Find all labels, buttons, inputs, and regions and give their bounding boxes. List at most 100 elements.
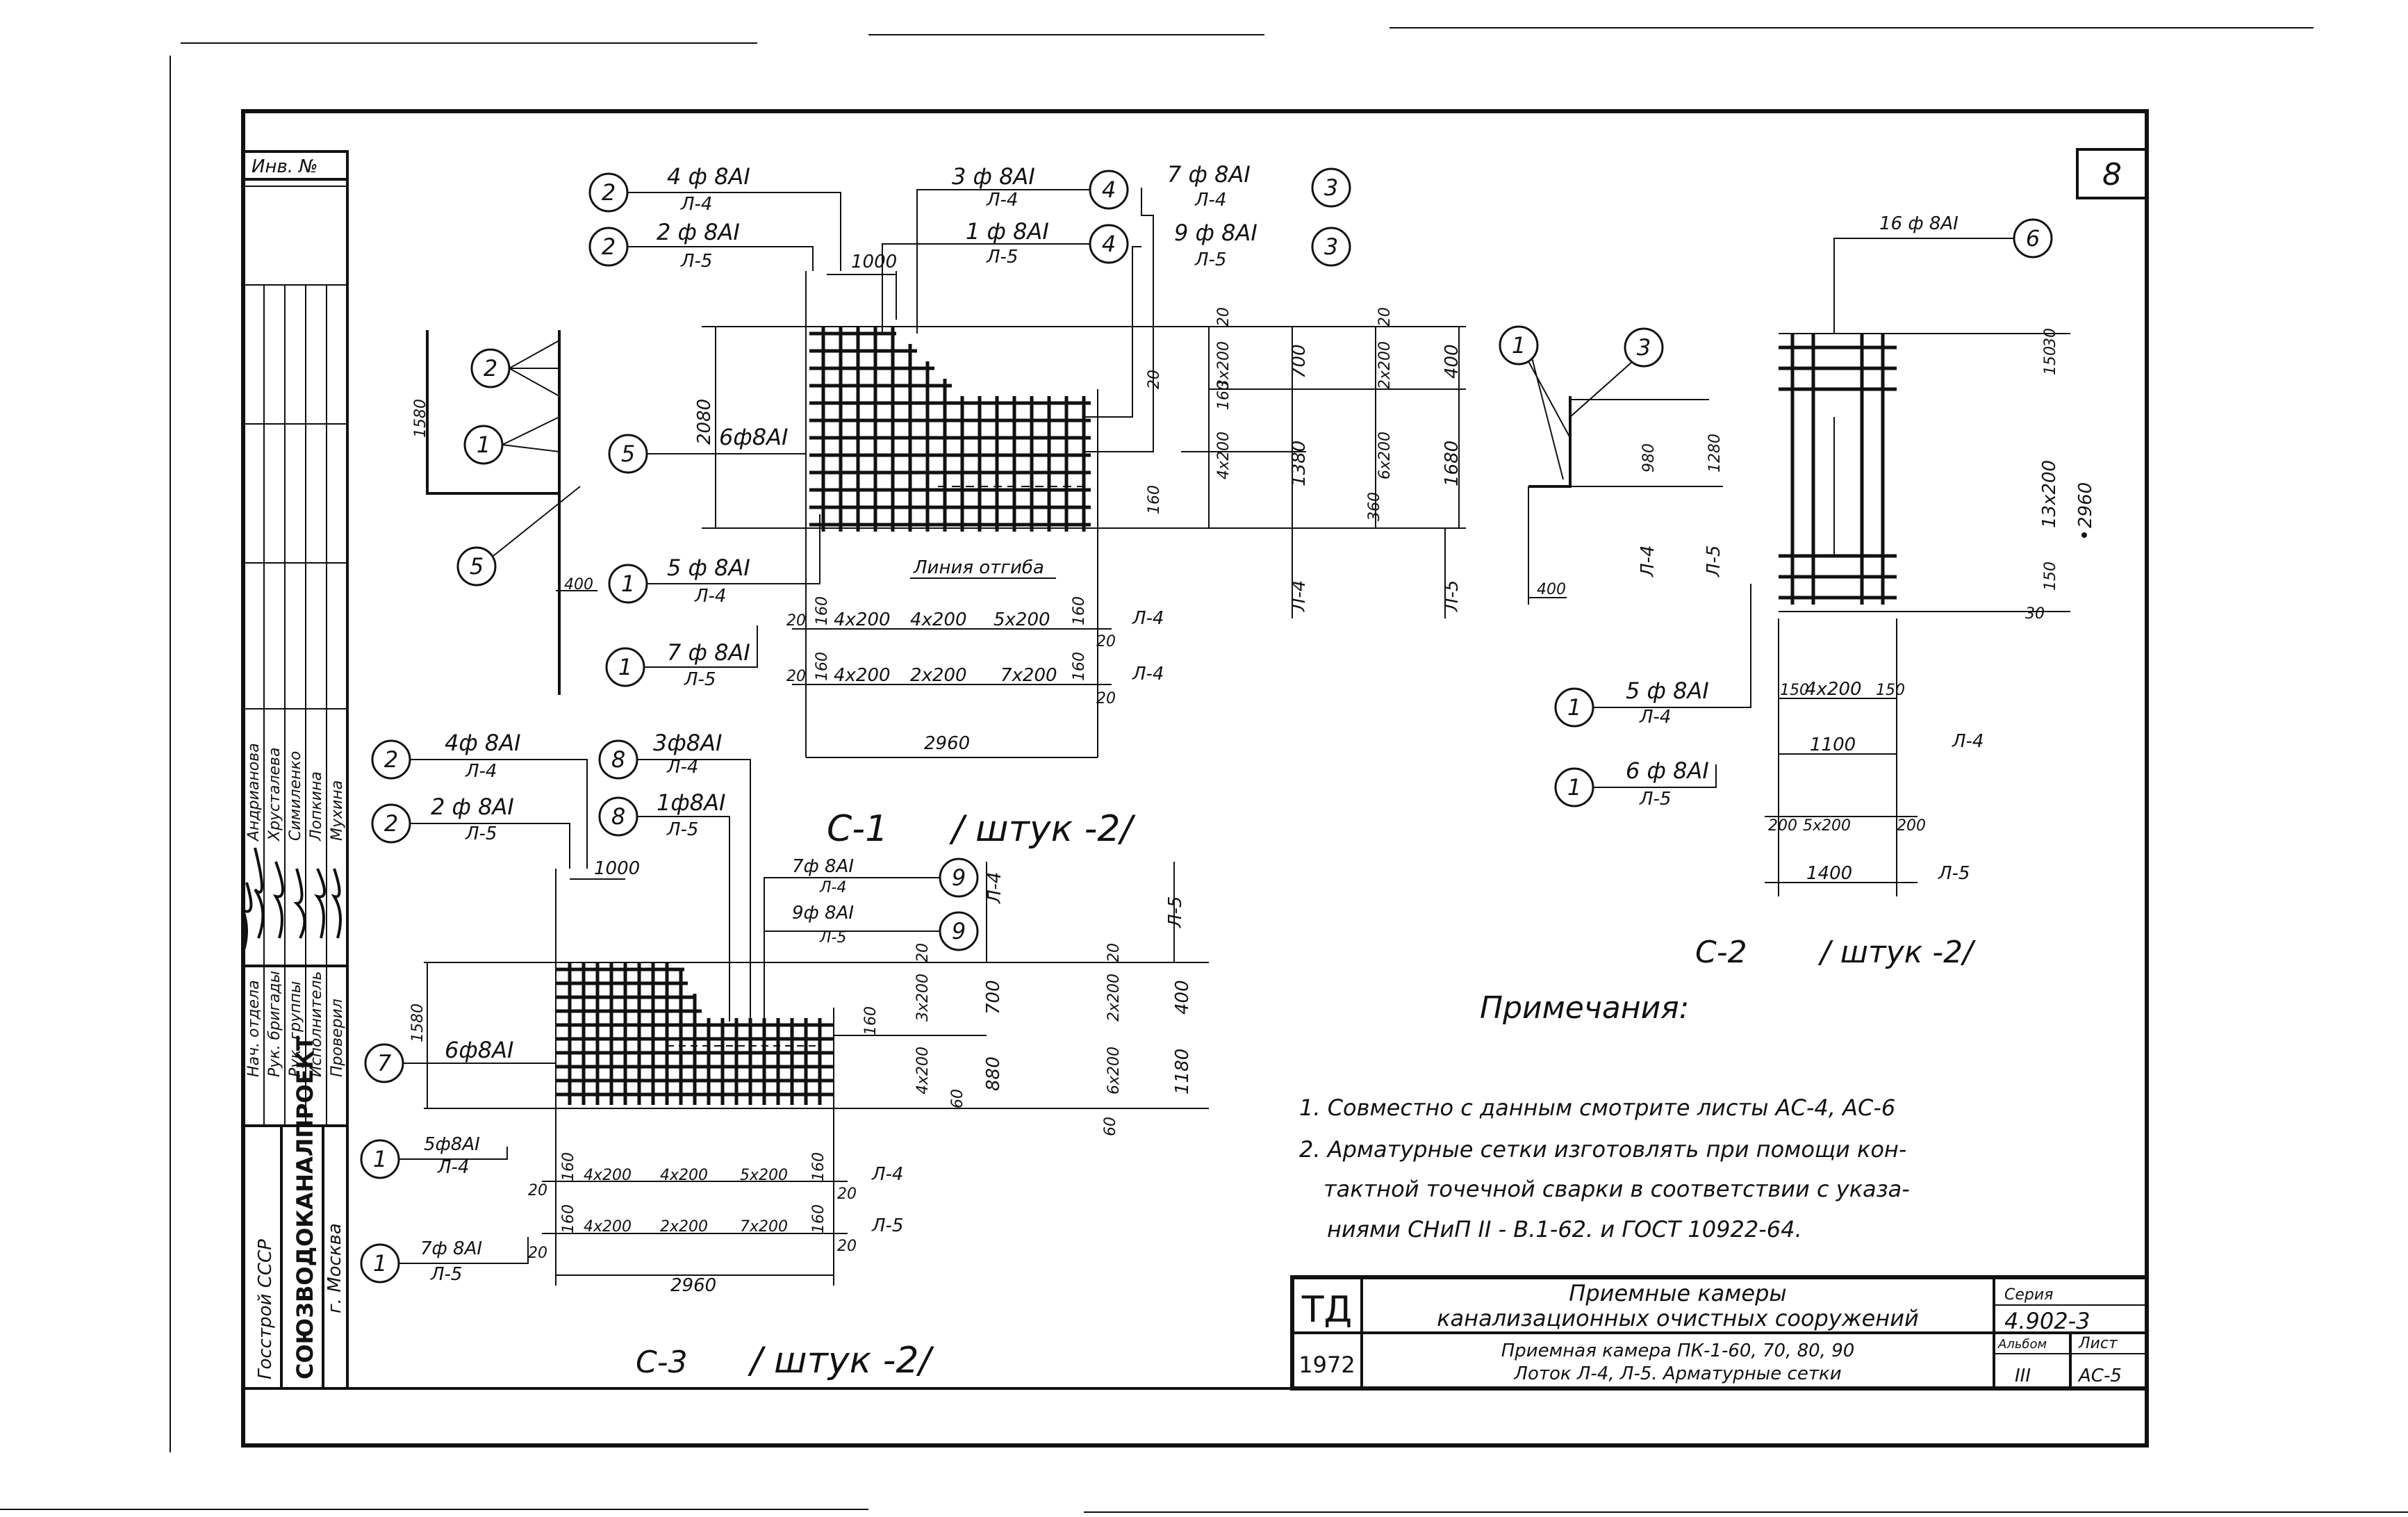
stamp-org-2: СОЮЗВОДОКАНАЛПРОЕКТ bbox=[292, 1035, 318, 1379]
c3-callout-bot-4: Л-5 bbox=[666, 819, 698, 840]
c3-side-label-l4: Л-4 bbox=[984, 872, 1005, 904]
title-td: ТД bbox=[1301, 1289, 1352, 1331]
c3-drawing: 2 2 8 8 9 9 7 1 1 4ф 8АI Л-4 2 ф 8АI Л-5… bbox=[360, 730, 1209, 1381]
c3-row1-0: 20 bbox=[528, 1182, 547, 1199]
c1-side-a2: 160 bbox=[1215, 381, 1232, 410]
title-block bbox=[1290, 1275, 2149, 1391]
notes-title: Примечания: bbox=[1480, 990, 1690, 1026]
c3-row1-4: 5х200 bbox=[740, 1167, 788, 1184]
c1-left-dim: 2080 bbox=[694, 399, 715, 445]
c2-label-l4: Л-4 bbox=[1952, 731, 1984, 752]
c2-side-3: 150 bbox=[2042, 561, 2059, 591]
c2-callout-bot-1: Л-4 bbox=[1639, 707, 1671, 728]
c2-detail-label-l4: Л-4 bbox=[1638, 546, 1658, 577]
c3-side-c0: 20 bbox=[1105, 943, 1123, 962]
c3-title: С-3 bbox=[636, 1345, 688, 1380]
c2-callout-top-2: 6 ф 8АI bbox=[1626, 757, 1709, 784]
c3-callout-num-4: 8 bbox=[611, 803, 625, 830]
stamp-role-1: Нач. отдела bbox=[245, 980, 263, 1077]
c1-row2-0: 20 bbox=[786, 668, 806, 685]
c3-side-a2: 160 bbox=[862, 1006, 880, 1035]
title-year: 1972 bbox=[1298, 1352, 1355, 1378]
stamp-name-4: Лопкина bbox=[308, 771, 325, 842]
c1-row2-6: 20 bbox=[1096, 690, 1116, 707]
c1-detail-num-3: 5 bbox=[470, 553, 484, 580]
c1-row2-1: 160 bbox=[814, 652, 831, 681]
c1-side-a0: 20 bbox=[1215, 307, 1232, 327]
c2-detail-num-1: 1 bbox=[1512, 332, 1526, 359]
c1-side-b0: 700 bbox=[1289, 344, 1310, 379]
c3-row2-3: 2х200 bbox=[660, 1218, 708, 1236]
c1-side-a4: 160 bbox=[1146, 485, 1163, 514]
c1-callout-top-3: 3 ф 8АI bbox=[952, 163, 1035, 190]
c3-callout-bot-3: Л-4 bbox=[666, 757, 698, 778]
c3-row1-7: Л-4 bbox=[871, 1164, 903, 1185]
c2-callout-num-1: 1 bbox=[1567, 694, 1581, 721]
c3-side-b0: 700 bbox=[983, 980, 1004, 1015]
c2-row1-0: 150 bbox=[1780, 682, 1809, 699]
c1-row1-5: 160 bbox=[1071, 596, 1088, 625]
c1-callout-top-7: 6ф8АI bbox=[719, 424, 788, 450]
c2-drawing: 6 16 ф 8АI 30 150 13х200 150 30 2960 1 3… bbox=[1499, 213, 2096, 970]
c2-side-4: 30 bbox=[2025, 605, 2045, 623]
c3-row2-0: 20 bbox=[528, 1245, 547, 1262]
album-label: Альбом bbox=[1997, 1337, 2047, 1352]
c1-callout-top-5: 7 ф 8АI bbox=[1167, 161, 1251, 188]
c1-side-d0: 400 bbox=[1442, 344, 1462, 379]
sheet-value: АС-5 bbox=[2077, 1366, 2122, 1386]
c3-row2-1: 160 bbox=[560, 1204, 577, 1233]
c1-callout-bot-5: Л-4 bbox=[1194, 190, 1226, 211]
c2-callout-bot-2: Л-5 bbox=[1639, 789, 1671, 810]
c3-callout-top-4: 1ф8АI bbox=[657, 789, 725, 816]
c3-side-label-l5: Л-5 bbox=[1165, 896, 1186, 928]
c3-callout-num-7: 7 bbox=[377, 1050, 392, 1076]
c1-callout-top-9: 7 ф 8АI bbox=[667, 639, 750, 666]
c3-callout-bot-6: Л-5 bbox=[819, 929, 846, 946]
c2-side-0: 30 bbox=[2042, 328, 2059, 347]
c3-left-dim: 1580 bbox=[409, 1003, 427, 1042]
c1-callout-num-6: 3 bbox=[1324, 233, 1338, 260]
c1-row2-2: 4х200 bbox=[834, 665, 891, 686]
stamp-role-2: Рук. бригады bbox=[266, 971, 283, 1077]
c3-side-c1: 2х200 bbox=[1105, 974, 1123, 1022]
c1-callout-num-7: 5 bbox=[621, 441, 635, 467]
c1-side-c1: 2х200 bbox=[1376, 341, 1394, 389]
c1-side-d1: 1680 bbox=[1442, 441, 1462, 486]
c1-misc-dim: 20 bbox=[1146, 370, 1163, 389]
c3-callout-top-2: 2 ф 8АI bbox=[431, 794, 514, 820]
c2-dim-1100: 1100 bbox=[1810, 735, 1856, 755]
c3-callout-num-2: 2 bbox=[384, 810, 398, 837]
stamp-role-4: Исполнитель bbox=[308, 971, 325, 1077]
c1-row2-3: 2х200 bbox=[910, 665, 967, 686]
c2-qty: / штук -2/ bbox=[1817, 935, 1976, 970]
c2-detail-label-l5: Л-5 bbox=[1704, 546, 1724, 577]
c3-side-b1: 880 bbox=[983, 1056, 1004, 1091]
sheet-number-box bbox=[2076, 148, 2148, 199]
c1-callout-num-2: 2 bbox=[602, 233, 616, 260]
note-line-4: ниями СНиП II - В.1-62. и ГОСТ 10922-64. bbox=[1327, 1216, 1802, 1243]
c1-callout-num-4: 4 bbox=[1102, 231, 1116, 257]
c1-callout-num-8: 1 bbox=[621, 571, 635, 597]
c2-row2-2: 200 bbox=[1897, 817, 1926, 835]
c2-detail-dim-400: 400 bbox=[1537, 581, 1566, 598]
note-line-3: тактной точечной сварки в соответствии с… bbox=[1323, 1176, 1910, 1202]
c3-callout-num-8: 1 bbox=[373, 1146, 387, 1172]
c3-side-a4: 60 bbox=[949, 1089, 966, 1108]
c3-callout-bot-9: Л-5 bbox=[430, 1264, 462, 1285]
c3-row2-6: 20 bbox=[837, 1238, 857, 1255]
c3-row1-3: 4х200 bbox=[660, 1167, 708, 1184]
c3-callout-top-5: 7ф 8АI bbox=[792, 856, 854, 877]
c3-callout-num-9: 1 bbox=[373, 1250, 387, 1277]
notes: Примечания: 1. Совместно с данным смотри… bbox=[1299, 990, 1910, 1243]
c1-row1-0: 20 bbox=[786, 612, 806, 630]
stamp-role-5: Проверил bbox=[329, 999, 346, 1077]
c3-callout-bot-2: Л-5 bbox=[465, 823, 497, 844]
c1-side-a1: 3х200 bbox=[1215, 341, 1232, 389]
c2-side-2: 13х200 bbox=[2039, 460, 2060, 528]
c2-total-h: 2960 bbox=[2075, 482, 2096, 528]
c2-top-callout-text: 16 ф 8АI bbox=[1879, 213, 1958, 234]
c1-callout-top-1: 4 ф 8АI bbox=[667, 163, 750, 190]
sheet-number: 8 bbox=[2102, 157, 2122, 192]
c3-callout-num-5: 9 bbox=[952, 864, 966, 891]
c1-detail-num-2: 1 bbox=[477, 432, 490, 458]
